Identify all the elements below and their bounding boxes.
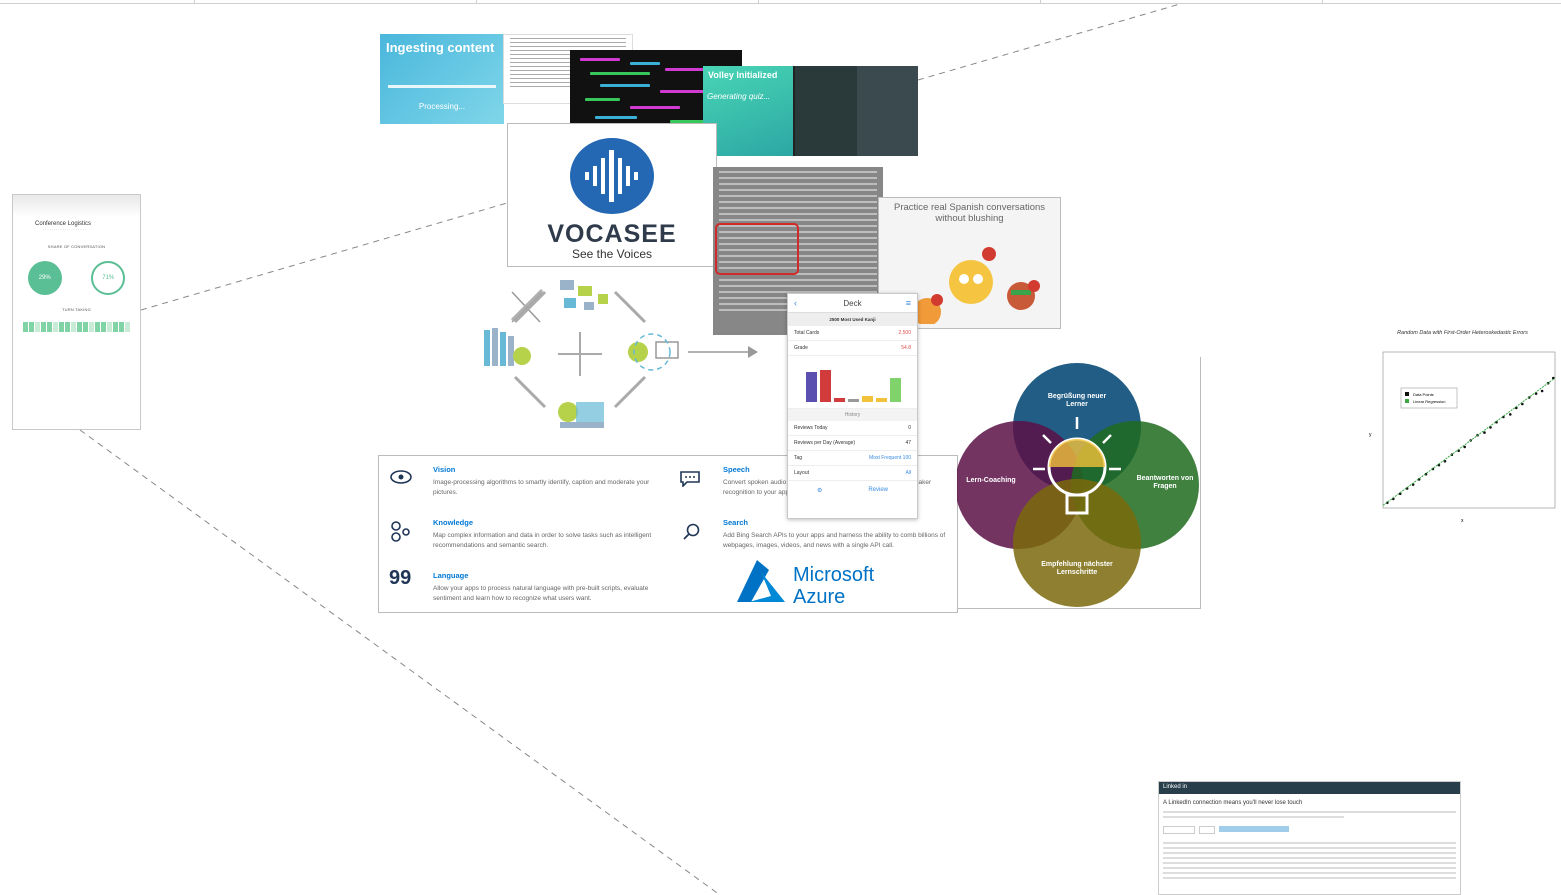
service-desc: Image-processing algorithms to smartly i… <box>433 479 650 496</box>
service-desc: Allow your apps to process natural langu… <box>433 585 649 602</box>
phone-share-heading: SHARE OF CONVERSATION <box>47 244 106 249</box>
service-vision: Vision Image-processing algorithms to sm… <box>390 465 663 498</box>
service-title: Vision <box>433 465 456 474</box>
characters-illustration <box>913 247 1040 324</box>
phone-turn-heading: TURN TAKING <box>62 307 91 312</box>
menu-icon[interactable]: ≡ <box>905 298 911 308</box>
history-label: History <box>788 409 917 421</box>
scatter-svg: Data Points Linear Regression x y <box>1369 351 1556 524</box>
data-point <box>1437 463 1441 467</box>
x-axis-label: x <box>1461 518 1464 524</box>
scatter-title: Random Data with First-Order Heteroskeda… <box>1397 330 1528 336</box>
microphone-wave-icon <box>570 138 654 214</box>
venn-label-bottom: Empfehlung nächster Lernschritte <box>1041 561 1113 576</box>
legend-regression-label: Linear Regression <box>1413 399 1445 404</box>
ingest-title: Ingesting content <box>386 40 495 55</box>
share-right-circle: 71% <box>91 261 126 295</box>
data-point <box>1495 420 1498 424</box>
service-language: 99 Language Allow your apps to process n… <box>389 567 663 604</box>
deck-bar-chart <box>788 356 917 409</box>
data-point <box>1463 445 1466 449</box>
spanish-tagline: Practice real Spanish conversations with… <box>893 202 1046 224</box>
volley-title: Volley Initialized <box>708 70 778 80</box>
vocasee-tagline: See the Voices <box>571 247 653 261</box>
data-point <box>1483 431 1486 434</box>
venn-diagram <box>957 363 1199 607</box>
service-desc: Add Bing Search APIs to your apps and ha… <box>723 532 946 549</box>
deck-header: ‹ Deck ≡ <box>788 294 917 313</box>
data-point <box>1508 413 1512 416</box>
legend-swatch-points <box>1405 392 1409 396</box>
data-point <box>1405 487 1409 490</box>
scatter-plot: Random Data with First-Order Heteroskeda… <box>1365 330 1560 530</box>
volley-subtitle: Generating quiz... <box>707 92 771 101</box>
data-point <box>1540 389 1544 393</box>
phone-title: Conference Logistics <box>35 221 92 227</box>
eye-icon <box>390 470 412 484</box>
deck-subheader: 2500 Most Used Kanji <box>788 313 917 326</box>
venn-label-top: Begrüßung neuer Lerner <box>1047 393 1107 408</box>
azure-line2: Azure <box>793 586 846 608</box>
workflow-diamond-diagram <box>484 280 758 428</box>
ingest-status: Processing... <box>418 102 466 111</box>
data-point <box>1521 402 1524 406</box>
service-title: Search <box>723 518 749 527</box>
deck-row: Reviews per Day (Average)47 <box>788 436 917 451</box>
deck-stats-card: ‹ Deck ≡ 2500 Most Used Kanji Total Card… <box>787 293 918 519</box>
service-title: Language <box>433 571 469 580</box>
review-button[interactable]: Review <box>868 487 888 493</box>
data-point <box>1398 492 1402 495</box>
legend-swatch-regression <box>1405 399 1409 403</box>
gear-icon[interactable]: ⚙ <box>816 488 823 494</box>
data-point <box>1551 376 1555 380</box>
vocasee-brand: VOCASEE <box>547 220 677 248</box>
service-knowledge: Knowledge Map complex information and da… <box>391 518 663 551</box>
venn-label-left: Lern-Coaching <box>966 477 1016 484</box>
volley-thumbnail: Volley Initialized Generating quiz... <box>703 66 918 156</box>
azure-logo-icon <box>737 560 785 602</box>
service-title: Speech <box>723 465 750 474</box>
venn-diagram-card: Begrüßung neuer Lerner Lern-Coaching Bea… <box>957 357 1201 609</box>
azure-line1: Microsoft <box>793 564 875 586</box>
service-title: Knowledge <box>433 518 474 527</box>
back-chevron-icon[interactable]: ‹ <box>794 298 797 308</box>
share-left-circle: 29% <box>27 261 62 295</box>
service-search: Search Add Bing Search APIs to your apps… <box>683 518 949 551</box>
speech-bubble-icon <box>680 471 700 487</box>
service-desc: Map complex information and data in orde… <box>433 532 652 549</box>
turn-taking-bars <box>13 322 140 332</box>
ingest-card: Ingesting content Processing... <box>380 34 504 124</box>
conversation-phone-screenshot: Conference Logistics · · · · · · · · · ·… <box>12 194 141 430</box>
quote-icon: 99 <box>389 567 412 589</box>
regression-line <box>1382 377 1556 506</box>
venn-label-right: Beantworten von Fragen <box>1136 475 1194 490</box>
scatter-legend <box>1400 387 1458 409</box>
knowledge-icon <box>391 521 410 542</box>
search-icon <box>683 523 700 540</box>
linkedin-brand: Linked in <box>1159 782 1460 794</box>
legend-points-label: Data Points <box>1413 392 1434 397</box>
linkedin-connections-thumbnail: Linked in A LinkedIn connection means yo… <box>1158 781 1461 895</box>
top-ruler <box>0 0 1561 4</box>
linkedin-heading: A LinkedIn connection means you'll never… <box>1163 800 1303 806</box>
deck-title: Deck <box>843 298 862 308</box>
vocasee-logo-card: VOCASEE See the Voices <box>507 123 717 267</box>
y-axis-label: y <box>1369 432 1372 438</box>
